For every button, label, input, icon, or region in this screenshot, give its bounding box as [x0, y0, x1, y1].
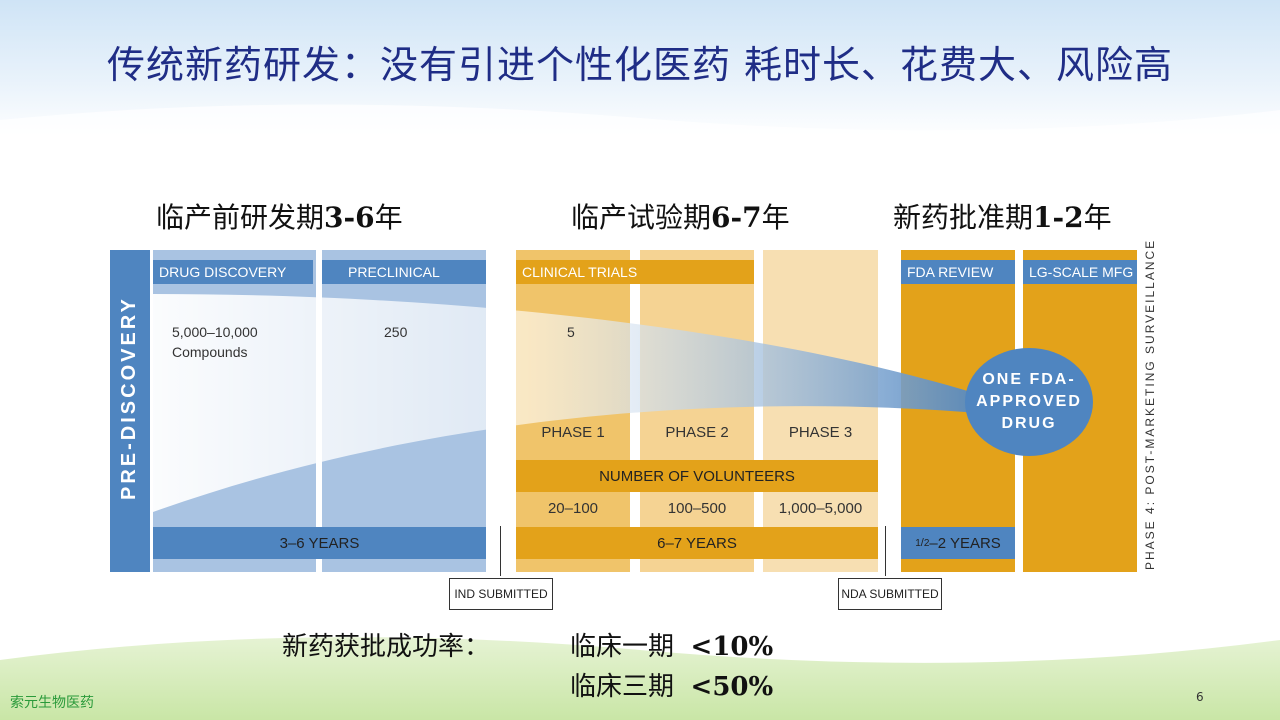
phase-3-volunteers: 1,000–5,000	[778, 500, 863, 517]
phase-2-column	[640, 250, 754, 572]
preclinical-phase-label: 临产前研发期3-6年	[156, 201, 403, 234]
nda-submitted-label: NDA SUBMITTED	[838, 578, 942, 610]
compounds-count: 5,000–10,000	[172, 324, 258, 340]
preclinical-years-bar: 3–6 YEARS	[153, 527, 486, 559]
phase-3-column	[763, 250, 878, 572]
drug-discovery-header: DRUG DISCOVERY	[153, 260, 313, 284]
clinical-phase-label: 临产试验期6-7年	[571, 201, 790, 234]
ind-marker-line	[500, 526, 501, 576]
page-number: 6	[1196, 690, 1204, 704]
approved-line-2: APPROVED	[976, 393, 1082, 410]
clinical-years-bar: 6–7 YEARS	[516, 527, 878, 559]
lg-scale-mfg-header: LG-SCALE MFG	[1023, 260, 1137, 284]
success-rate-label: 新药获批成功率：	[282, 632, 491, 662]
success-row-1: 临床一期 <10%	[570, 632, 774, 662]
compounds-label: Compounds	[172, 344, 248, 360]
approval-years-bar: 1/2–2 YEARS	[901, 527, 1015, 559]
pre-discovery-column	[110, 250, 150, 572]
volunteers-header: NUMBER OF VOLUNTEERS	[516, 460, 878, 492]
ind-submitted-label: IND SUBMITTED	[449, 578, 553, 610]
slide-title: 传统新药研发：没有引进个性化医药 耗时长、花费大、风险高	[106, 43, 1174, 87]
nda-marker-line	[885, 526, 886, 576]
clinical-count: 5	[567, 324, 575, 340]
preclinical-count: 250	[384, 324, 408, 340]
attrition-funnel	[153, 294, 990, 512]
phase-1-label: PHASE 1	[541, 424, 605, 441]
company-footer: 索元生物医药	[10, 695, 94, 711]
fda-review-header: FDA REVIEW	[901, 260, 1015, 284]
phase-3-label: PHASE 3	[788, 424, 853, 441]
success-row-2: 临床三期 <50%	[570, 672, 774, 702]
phase-1-volunteers: 20–100	[547, 500, 599, 517]
phase-2-volunteers: 100–500	[667, 500, 727, 517]
approval-phase-label: 新药批准期1-2年	[893, 201, 1112, 234]
preclinical-header: PRECLINICAL	[322, 260, 486, 284]
approved-drug-badge: ONE FDA- APPROVED DRUG	[965, 348, 1093, 456]
approved-line-1: ONE FDA-	[982, 371, 1076, 388]
approved-line-3: DRUG	[1001, 415, 1057, 432]
phase-4-label: PHASE 4: POST-MARKETING SURVEILLANCE	[1143, 238, 1157, 570]
drug-development-diagram: PRE-DISCOVERY DRUG DISCOVERY PRECLINICAL…	[110, 239, 1157, 576]
clinical-trials-header: CLINICAL TRIALS	[516, 260, 754, 284]
phase-2-label: PHASE 2	[665, 424, 729, 441]
